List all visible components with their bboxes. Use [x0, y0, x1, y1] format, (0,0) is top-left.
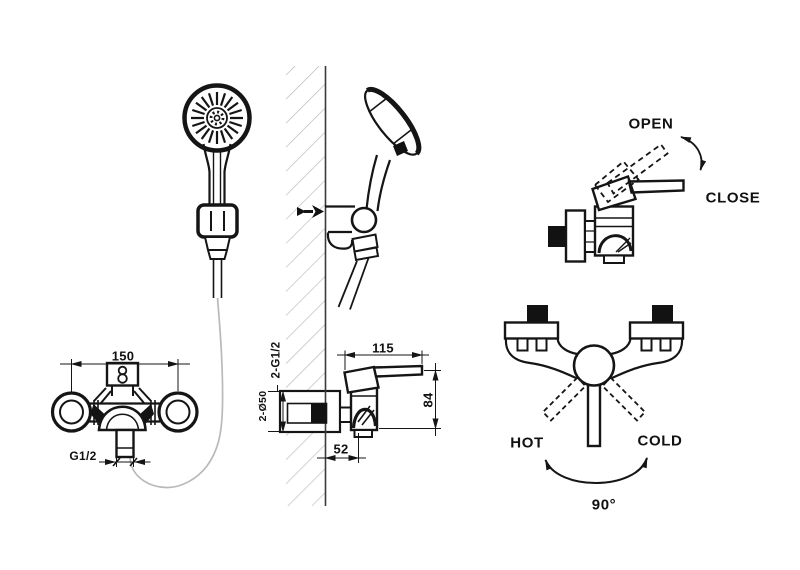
cold-label: COLD [637, 432, 683, 450]
dim-84-label: 84 [420, 392, 436, 408]
rotation-angle-label: 90° [591, 496, 617, 514]
right-escutcheon [628, 321, 685, 340]
thread-g12-label: G1/2 [69, 449, 97, 463]
handshower-front-view [129, 83, 252, 489]
valve-body [593, 205, 635, 264]
dimension-115 [337, 350, 429, 370]
dim-52-label: 52 [333, 441, 349, 457]
dia-50-label: 2-Ø50 [256, 390, 269, 422]
lever-handle-side [372, 364, 424, 378]
cartridge-circle [572, 344, 616, 387]
dimension-2-dia50 [268, 385, 292, 433]
shower-head-side [364, 86, 422, 156]
head-clip-tab [393, 141, 408, 156]
valve-flange [564, 209, 587, 263]
right-inlet-dark [652, 305, 673, 323]
wall-connector [339, 406, 353, 423]
lever-down-position [586, 383, 602, 448]
dim-115-label: 115 [372, 340, 394, 356]
dim-150-label: 150 [111, 348, 135, 364]
valve-side-view [548, 136, 707, 264]
rotation-arc [544, 457, 648, 484]
mixer-body-wings [504, 338, 684, 379]
shower-hose [129, 297, 224, 489]
body-dome [97, 405, 147, 432]
hot-label: HOT [510, 434, 544, 452]
mixer-body-side [349, 386, 379, 438]
wall-bracket [325, 205, 378, 250]
open-close-arrow [680, 136, 707, 171]
wall-section [278, 66, 342, 506]
thread-2g12-label: 2-G1/2 [270, 341, 283, 379]
dimension-150 [60, 359, 190, 394]
wall-anchor-icon [297, 205, 324, 218]
mixer-front-view [50, 359, 199, 467]
open-label: OPEN [628, 115, 674, 133]
mixer-hot-cold-view [503, 305, 685, 484]
left-inlet-dark [527, 305, 548, 323]
dimension-g12 [99, 457, 151, 467]
handle-side [337, 154, 392, 310]
left-escutcheon [503, 321, 560, 340]
close-label: CLOSE [705, 189, 761, 207]
handle-front [105, 361, 140, 396]
lever-dashed-left [541, 376, 587, 422]
right-flange [157, 391, 199, 433]
shower-head-face [182, 83, 252, 153]
left-flange [50, 391, 93, 433]
lever-open-position [593, 143, 669, 204]
lever-base-side [343, 365, 380, 394]
handshower-side-view [297, 86, 422, 310]
shower-handle [196, 143, 239, 298]
dimension-84 [379, 363, 441, 436]
shower-outlet [115, 428, 135, 459]
lever-closed-position [591, 174, 685, 212]
lever-dashed-right [601, 376, 647, 422]
wall-hatching [286, 66, 326, 506]
mixer-side-view [268, 350, 441, 463]
dimension-52 [317, 433, 366, 463]
wall-fitting-dark [548, 226, 567, 247]
